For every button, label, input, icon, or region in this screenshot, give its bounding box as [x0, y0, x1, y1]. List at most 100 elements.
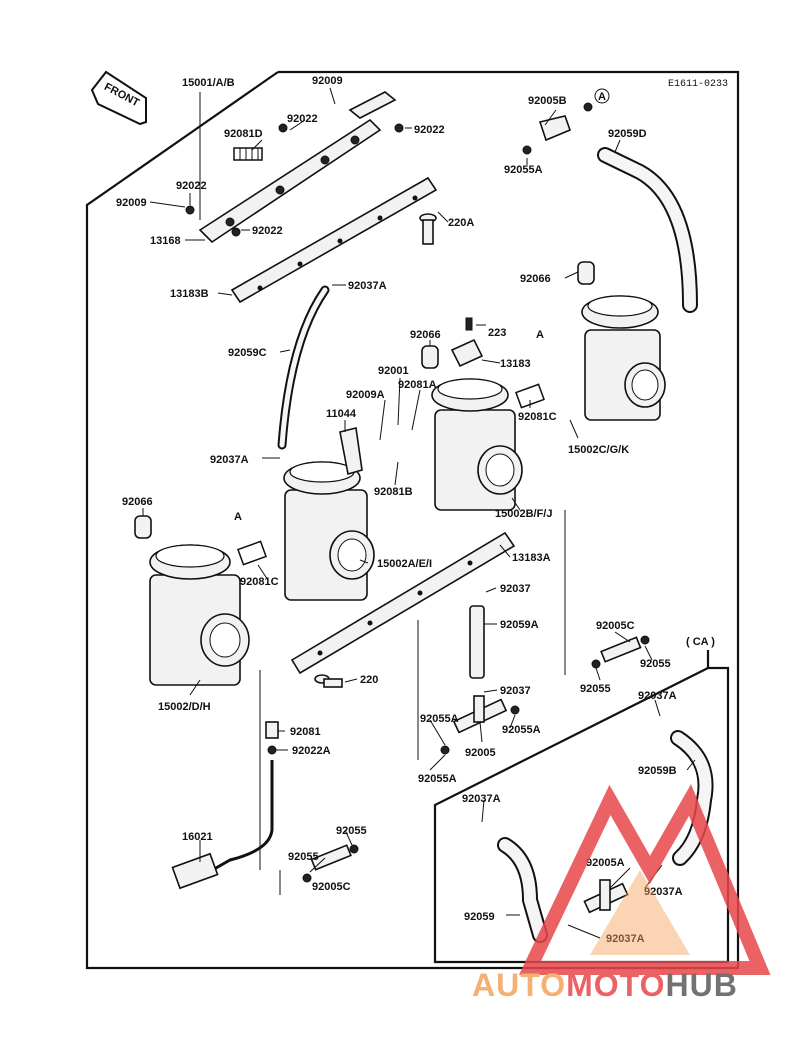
callout-220: 220 [360, 674, 378, 686]
clip-92055-r [640, 635, 650, 645]
callout-15001: 15001/A/B [182, 77, 235, 89]
callout-92055-b2: 92055 [288, 851, 319, 863]
diagram-frame [85, 70, 740, 970]
callout-15002bfj: 15002B/F/J [495, 508, 552, 520]
callout-92037a-top: 92037A [348, 280, 387, 292]
hose-92059c [277, 285, 330, 450]
spring-92081c-right [515, 383, 545, 409]
nut-92022-4 [278, 123, 288, 133]
callout-92005c: 92005C [596, 620, 635, 632]
callout-labels: 15001/A/B 92009 92022 92022 92081D 92022… [116, 75, 683, 945]
nut-92022-3 [231, 227, 241, 237]
clip-92055a-2 [510, 705, 520, 715]
callout-13183a: 13183A [512, 552, 551, 564]
svg-text:AUTOMOTOHUB: AUTOMOTOHUB [472, 967, 738, 1003]
callout-13183b: 13183B [170, 288, 209, 300]
callout-92059d: 92059D [608, 128, 647, 140]
callout-92005c-b: 92005C [312, 881, 351, 893]
callout-15002dh: 15002/D/H [158, 701, 211, 713]
carburetor-15002dh [149, 544, 250, 686]
spring-92081c-left [237, 540, 267, 566]
callout-92081b: 92081B [374, 486, 413, 498]
nut-92022-2 [185, 205, 195, 215]
tee-fitting-92005 [452, 695, 508, 734]
spring-92081 [265, 721, 279, 739]
callout-92059c: 92059C [228, 347, 267, 359]
pipe-92005c [600, 636, 642, 663]
automotohub-watermark-logo: AUTOMOTOHUB [472, 784, 771, 1003]
screw-220 [314, 674, 343, 688]
callout-13183: 13183 [500, 358, 531, 370]
callout-92055-right2: 92055 [580, 683, 611, 695]
callout-92059b: 92059B [638, 765, 677, 777]
callout-92055-right: 92055 [640, 658, 671, 670]
washer-92022a [267, 745, 277, 755]
callout-220a: 220A [448, 217, 474, 229]
screw-223 [465, 317, 473, 331]
callout-92037a-ca1: 92037A [638, 690, 677, 702]
bolt-220a [419, 213, 437, 245]
callout-92037-b: 92037 [500, 685, 531, 697]
callout-11044: 11044 [326, 408, 357, 420]
fuel-rail-13183b [230, 176, 438, 304]
callout-92055a-m3: 92055A [418, 773, 457, 785]
callout-92001: 92001 [378, 365, 409, 377]
callout-92009-left: 92009 [116, 197, 147, 209]
callout-223: 223 [488, 327, 506, 339]
callout-13168: 13168 [150, 235, 181, 247]
spring-92081d [233, 147, 263, 161]
fitting-13183 [450, 338, 484, 368]
callout-92005b: 92005B [528, 95, 567, 107]
cap-92066-right [577, 261, 595, 285]
callout-92055a-top: 92055A [504, 164, 543, 176]
callout-92081c-right: 92081C [518, 411, 557, 423]
callout-92081: 92081 [290, 726, 321, 738]
fuel-rail-13183a [290, 531, 516, 675]
callout-92055-b: 92055 [336, 825, 367, 837]
watermark-hub: HUB [665, 967, 737, 1003]
clip-92055a-1 [440, 745, 450, 755]
clip-92055-b [349, 844, 359, 854]
cap-92066-mid [421, 345, 439, 369]
leader-lines [142, 87, 696, 939]
callout-92066-mid: 92066 [410, 329, 441, 341]
carburetor-15002cgk [581, 295, 666, 421]
callout-92059a: 92059A [500, 619, 539, 631]
callout-92037a-ca2: 92037A [462, 793, 501, 805]
callout-92066-left: 92066 [122, 496, 153, 508]
watermark-moto: MOTO [566, 967, 665, 1003]
callout-15002aei: 15002A/E/I [377, 558, 432, 570]
callout-92055a-m2: 92055A [502, 724, 541, 736]
callout-92009a-mid: 92009A [346, 389, 385, 401]
callout-92037a-left: 92037A [210, 454, 249, 466]
callout-16021: 16021 [182, 831, 213, 843]
carburetor-15002aei [283, 461, 375, 601]
callout-a-mid: A [536, 329, 544, 341]
callout-92081a: 92081A [398, 379, 437, 391]
fitting-92005b [522, 102, 593, 155]
cable-bracket [171, 852, 219, 890]
hose-92059a [469, 605, 485, 679]
link-11044 [339, 427, 363, 476]
tee-fitting-92005a [583, 879, 629, 914]
nut-92022 [394, 123, 404, 133]
diagram-code: E1611-0233 [668, 79, 728, 90]
callout-92081c-left: 92081C [240, 576, 279, 588]
pipe-92005c-bottom [310, 844, 352, 871]
callout-92005: 92005 [465, 747, 496, 759]
callout-15002cgk: 15002C/G/K [568, 444, 629, 456]
callout-92005a: 92005A [586, 857, 625, 869]
callout-92022-a: 92022 [287, 113, 318, 125]
carburetor-15002bfj [431, 378, 523, 511]
linkage-bracket-15001 [198, 91, 397, 244]
watermark-auto: AUTO [472, 967, 566, 1003]
callout-92037a-ca3: 92037A [644, 886, 683, 898]
callout-92022-b: 92022 [414, 124, 445, 136]
callout-92081d: 92081D [224, 128, 263, 140]
clip-92055-b2 [302, 873, 312, 883]
callout-a-top: A [598, 91, 606, 103]
callout-92066-right: 92066 [520, 273, 551, 285]
front-arrow-icon: FRONT [90, 70, 147, 126]
callout-92022a: 92022A [292, 745, 331, 757]
